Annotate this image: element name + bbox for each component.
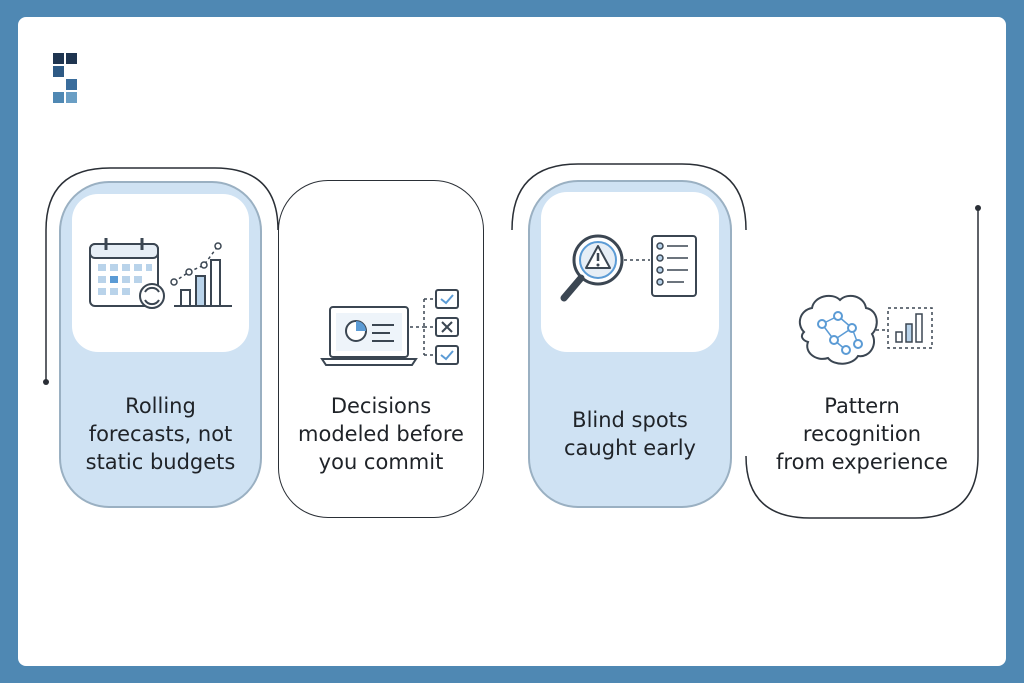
step-label-1: Rolling forecasts, not static budgets [85, 394, 236, 474]
step-label-2: Decisions modeled before you commit [298, 394, 464, 474]
step-label-3: Blind spots caught early [564, 408, 696, 460]
laptop-checklist-icon [320, 289, 459, 366]
calendar-chart-icon [89, 238, 232, 309]
brain-network-icon [798, 294, 933, 365]
step-label-4: Pattern recognition from experience [776, 394, 948, 474]
stacked-blocks-logo-icon [53, 53, 77, 103]
magnifier-warning-icon [560, 234, 697, 302]
